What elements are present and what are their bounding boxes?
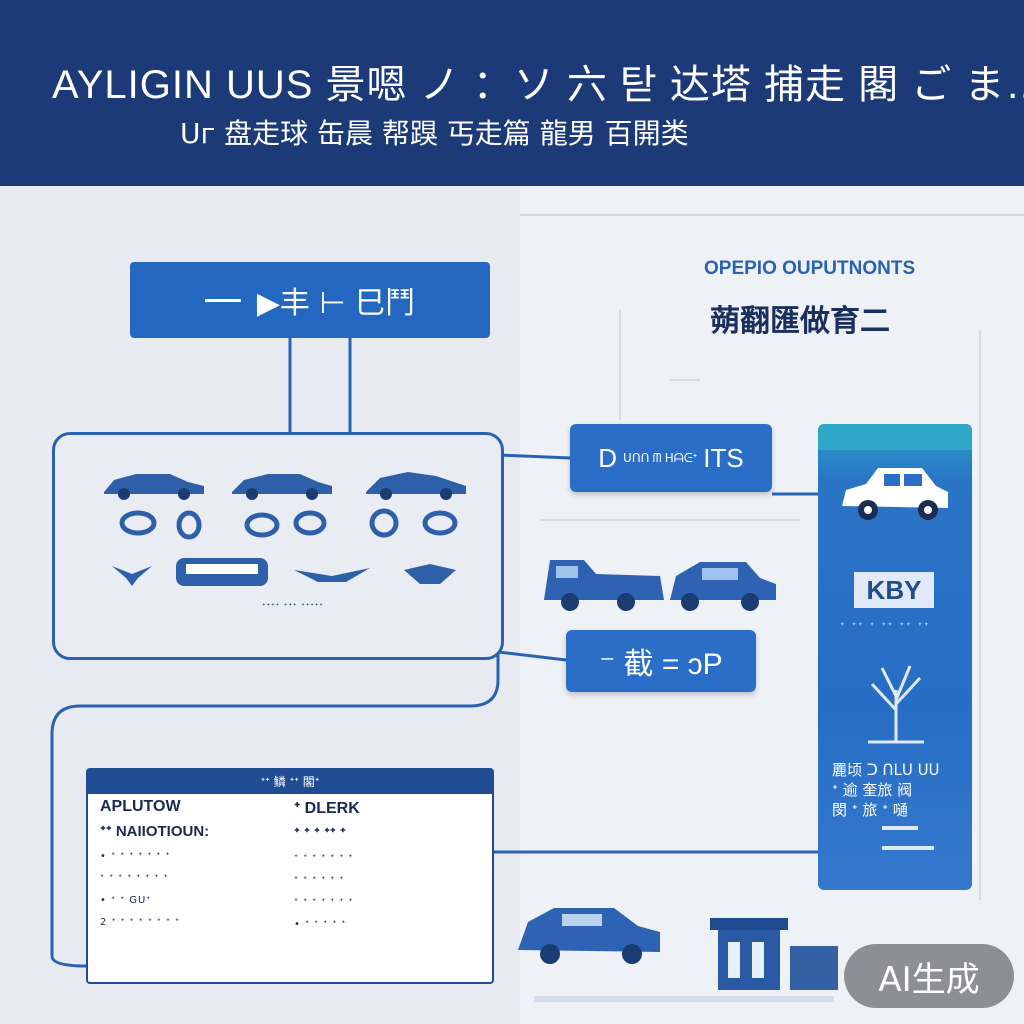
- dash: [204, 298, 241, 302]
- info-row: ᐩ ᐩ ᐩ ᐩ ᐩ ᐩ: [294, 875, 345, 886]
- panel-subtitle: 蒴翻匯做育二: [710, 304, 890, 339]
- vehicle-info-card: KBY ᐩ ᐩᐩ ᐩ ᐩᐩ ᐩᐩ ᐩᐩ 䍡顷 ᑐ ᑎᒪᑌ ᑌᑌ ᐩ 逾 奎旅 阀…: [818, 424, 972, 890]
- drone-icon: [404, 564, 456, 584]
- info-row: • ᐩ ᐩ ᐩ ᐩ ᐩ: [294, 919, 347, 930]
- process-pill-bottom: ⁻ 截 = ɔP: [566, 630, 756, 692]
- process-pill-top: D ᑌᑎᑎ ᗰ ᕼᗩᕮᐩ ITS: [570, 424, 772, 492]
- part-icon: [369, 508, 399, 538]
- info-row: • ᐩ ᐩ GUᐩ: [100, 895, 152, 906]
- page-subtitle: Uг 盘走球 缶晨 帮䠐 丐走篇 ⿓男 百開类: [180, 117, 689, 150]
- info-card-header: ᐩᐩ 鳞 ᐩᐩ 閣ᐩ: [88, 770, 492, 794]
- card-label: KBY: [854, 572, 934, 608]
- card-small-text: ᐩ ᐩᐩ ᐩ ᐩᐩ ᐩᐩ ᐩᐩ: [840, 620, 931, 633]
- vehicle-grid-caption: ᐩᐩᐩᐩ ᐩᐩᐩ ᐩᐩᐩᐩᐩ: [262, 602, 324, 612]
- ai-generated-badge: AI生成: [844, 944, 1014, 1008]
- car-icon: [232, 474, 332, 500]
- pill-top-left: D: [598, 442, 618, 473]
- part-icon: [422, 510, 458, 536]
- info-row: ᐩ ᐩ ᐩ ᐩ ᐩ ᐩ ᐩ: [294, 897, 354, 908]
- part-icon: [119, 510, 157, 536]
- card-description: 䍡顷 ᑐ ᑎᒪᑌ ᑌᑌ ᐩ 逾 奎旅 阀 閔 ᐩ 旅 ᐩ 嗵: [832, 760, 960, 820]
- title-banner: AYLIGIN UUS 景嗯 ノ ：ソ 六 탇 达塔 捕走 閣 ご ま… Uг …: [0, 0, 1024, 186]
- pill-top-middle: ᑌᑎᑎ ᗰ ᕼᗩᕮᐩ: [623, 450, 698, 465]
- drone-icon: [294, 568, 370, 582]
- card-divider: [882, 846, 934, 850]
- info-right-subtitle: ᐩ ᐩ ᐩ ᐩᐩ ᐩ: [294, 825, 346, 842]
- van-icon: [176, 558, 268, 586]
- application-info-card: ᐩᐩ 鳞 ᐩᐩ 閣ᐩ APLUTOW ᐩᐩ NAIIOTIOUN: • ᐩ ᐩ …: [86, 768, 494, 984]
- car-icon: [366, 472, 466, 500]
- page-title: AYLIGIN UUS 景嗯 ノ ：ソ 六 탇 达塔 捕走 閣 ご ま…: [52, 63, 1024, 107]
- top-box-label: ▶丰 ⊢ 巳鬥: [256, 286, 416, 321]
- top-process-box: ▶丰 ⊢ 巳鬥: [130, 262, 490, 338]
- part-icon: [293, 510, 327, 536]
- part-icon: [244, 512, 280, 538]
- tree-icon: [868, 665, 924, 744]
- pill-top-right: ITS: [703, 442, 744, 473]
- info-right-title: ᐩ DLERK: [294, 800, 360, 817]
- info-row: ᐩ ᐩ ᐩ ᐩ ᐩ ᐩ ᐩ ᐩ: [100, 873, 169, 884]
- info-right-column: ᐩ DLERK ᐩ ᐩ ᐩ ᐩᐩ ᐩ ᐩ ᐩ ᐩ ᐩ ᐩ ᐩ ᐩ ᐩ ᐩ ᐩ ᐩ…: [294, 798, 484, 930]
- info-left-title: APLUTOW: [100, 798, 181, 815]
- bottom-city-illustration: [518, 908, 838, 1002]
- car-icon: [842, 468, 948, 520]
- card-text-line: ᐩ 逾 奎旅 阀: [832, 781, 913, 799]
- card-text-line: 䍡顷 ᑐ ᑎᒪᑌ ᑌᑌ: [832, 761, 940, 779]
- info-row: • ᐩ ᐩ ᐩ ᐩ ᐩ ᐩ ᐩ: [100, 851, 171, 862]
- card-text-line: 閔 ᐩ 旅 ᐩ 嗵: [832, 801, 908, 819]
- car-icon: [104, 474, 204, 500]
- drone-icon: [112, 566, 152, 586]
- vehicle-grid-box: [52, 432, 504, 660]
- card-top-band: [818, 424, 972, 450]
- info-left-subtitle: ᐩᐩ NAIIOTIOUN:: [100, 823, 210, 840]
- panel-title: OPEPIO OUPUTNONTS: [704, 258, 916, 279]
- info-row: 2 ᐩ ᐩ ᐩ ᐩ ᐩ ᐩ ᐩ ᐩ: [100, 917, 180, 928]
- truck-car-illustration: [544, 560, 776, 611]
- info-row: ᐩ ᐩ ᐩ ᐩ ᐩ ᐩ ᐩ: [294, 853, 354, 864]
- info-left-column: APLUTOW ᐩᐩ NAIIOTIOUN: • ᐩ ᐩ ᐩ ᐩ ᐩ ᐩ ᐩ ᐩ…: [100, 798, 290, 928]
- card-divider: [882, 826, 918, 830]
- part-icon: [176, 510, 202, 540]
